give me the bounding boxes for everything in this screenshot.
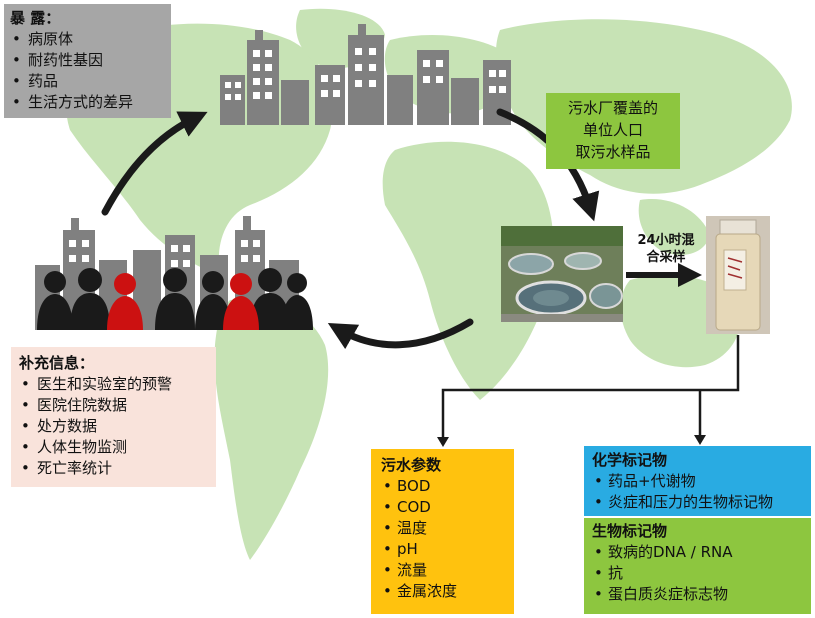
- supplementary-item: 医院住院数据: [19, 395, 208, 416]
- sewage-treatment-plant-photo: [501, 226, 623, 322]
- bio-marker-item: 抗: [592, 563, 803, 584]
- sample-bottle-photo: [706, 216, 770, 334]
- supplementary-item: 人体生物监测: [19, 437, 208, 458]
- exposure-item: 生活方式的差异: [10, 92, 165, 113]
- coverage-line: 单位人口: [582, 121, 643, 139]
- supplementary-item: 医生和实验室的预警: [19, 374, 208, 395]
- coverage-box: 污水厂覆盖的 单位人口 取污水样品: [546, 93, 680, 169]
- biological-markers-box: 生物标记物 致病的DNA / RNA 抗 蛋白质炎症标志物: [584, 518, 811, 614]
- sewage-parameters-box: 污水参数 BOD COD 温度 pH 流量 金属浓度: [371, 449, 514, 614]
- sewage-param-item: 金属浓度: [381, 581, 504, 602]
- chemical-markers-box: 化学标记物 药品+代谢物 炎症和压力的生物标记物: [584, 446, 811, 516]
- sewage-param-item: pH: [381, 539, 504, 560]
- city-skyline-top-icon: [220, 24, 511, 125]
- arrow-plant-to-people: [327, 318, 474, 350]
- chemical-markers-title: 化学标记物: [592, 451, 668, 469]
- exposure-title: 暴 露：: [10, 9, 61, 27]
- bio-markers-title: 生物标记物: [592, 522, 668, 540]
- sewage-params-title: 污水参数: [381, 456, 442, 474]
- bio-marker-item: 蛋白质炎症标志物: [592, 584, 803, 605]
- supplementary-info-box: 补充信息： 医生和实验室的预警 医院住院数据 处方数据 人体生物监测 死亡率统计: [11, 347, 216, 487]
- sewage-param-item: COD: [381, 497, 504, 518]
- crowd-people-icon: [37, 268, 313, 330]
- supplementary-title: 补充信息：: [19, 354, 95, 372]
- sewage-param-item: BOD: [381, 476, 504, 497]
- sampling-label: 24小时混 合采样: [628, 232, 704, 268]
- sampling-line: 合采样: [646, 250, 686, 265]
- exposure-item: 耐药性基因: [10, 50, 165, 71]
- chemical-marker-item: 炎症和压力的生物标记物: [592, 492, 803, 513]
- sampling-line: 24小时混: [637, 233, 695, 248]
- supplementary-item: 处方数据: [19, 416, 208, 437]
- bio-marker-item: 致病的DNA / RNA: [592, 542, 803, 563]
- exposure-item: 药品: [10, 71, 165, 92]
- sewage-param-item: 温度: [381, 518, 504, 539]
- chemical-marker-item: 药品+代谢物: [592, 471, 803, 492]
- sewage-param-item: 流量: [381, 560, 504, 581]
- exposure-box: 暴 露： 病原体 耐药性基因 药品 生活方式的差异: [4, 4, 171, 118]
- coverage-line: 污水厂覆盖的: [567, 99, 658, 117]
- coverage-line: 取污水样品: [575, 143, 651, 161]
- supplementary-item: 死亡率统计: [19, 458, 208, 479]
- exposure-item: 病原体: [10, 29, 165, 50]
- arrow-people-to-exposure: [101, 111, 208, 216]
